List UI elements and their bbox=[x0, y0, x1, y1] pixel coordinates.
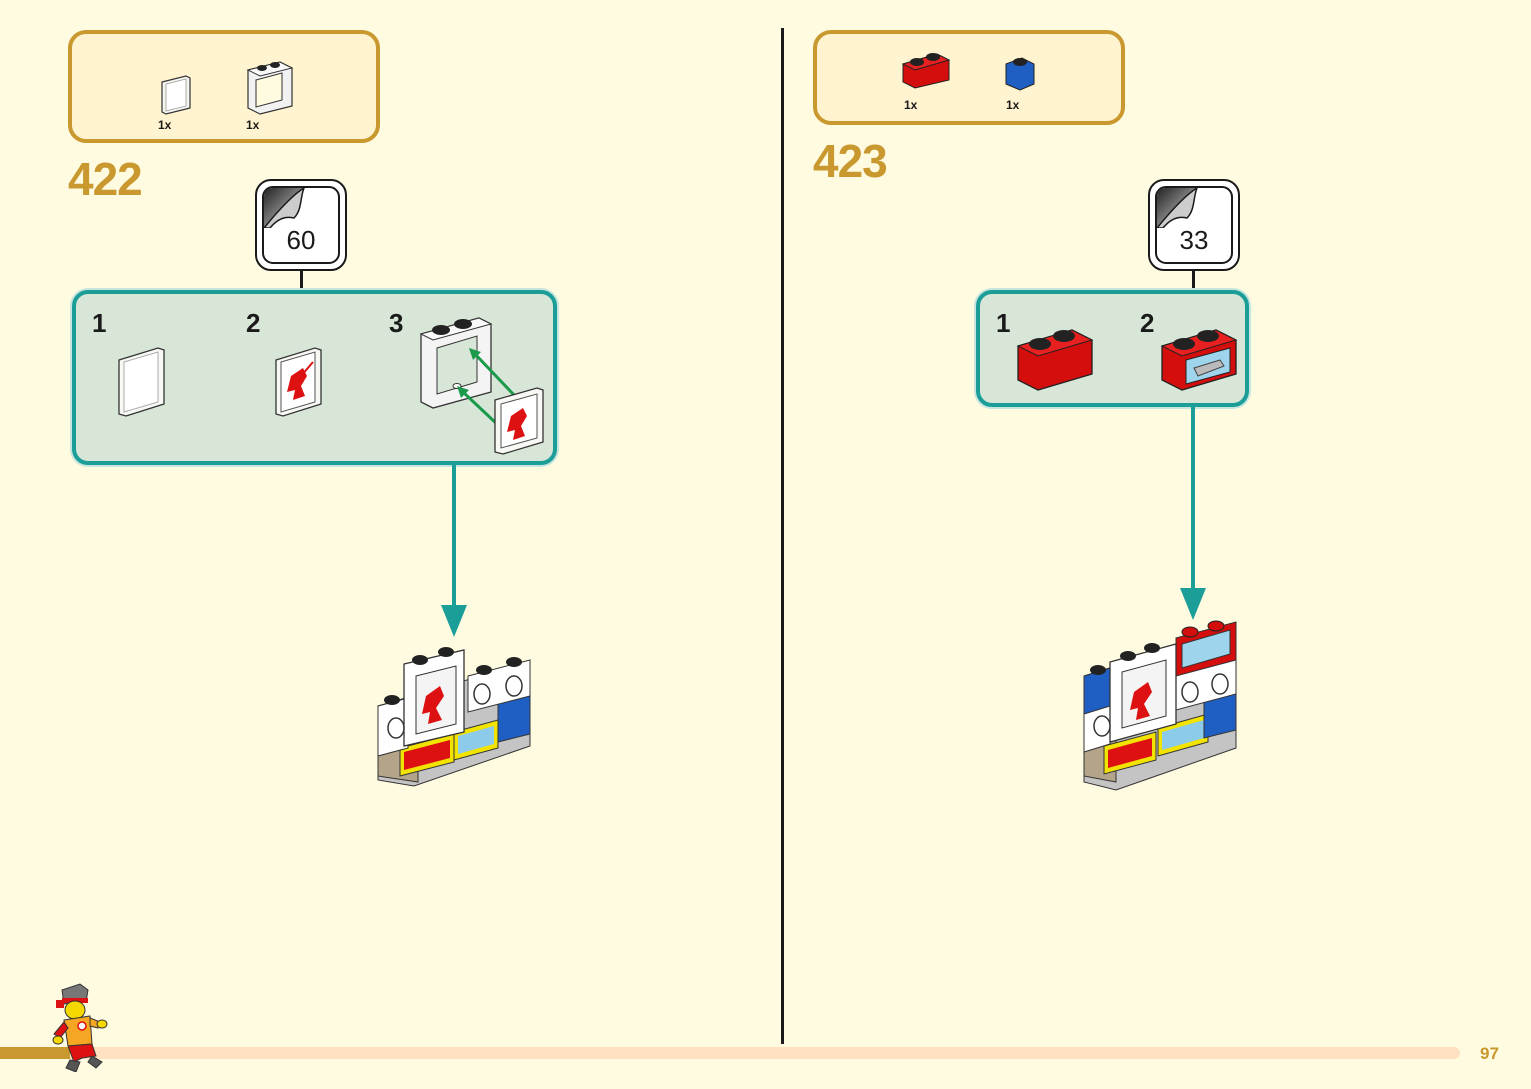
page-reference-number: 60 bbox=[286, 225, 316, 255]
page-curl-icon bbox=[264, 188, 305, 228]
page-number: 97 bbox=[1480, 1044, 1499, 1063]
red-brick-1x2-icon bbox=[1016, 329, 1094, 391]
page-reference-callout[interactable]: 60 bbox=[255, 179, 347, 271]
substep-box-423: 1 2 bbox=[976, 290, 1249, 407]
part-quantity: 1x bbox=[158, 118, 172, 132]
red-brick-1x2-icon bbox=[901, 53, 951, 89]
minifigure-runner-icon bbox=[52, 983, 108, 1072]
page-divider bbox=[781, 28, 784, 1044]
part-quantity: 1x bbox=[1006, 98, 1020, 112]
decorated-red-brick-icon bbox=[1160, 329, 1238, 391]
decorated-glass-pane-icon bbox=[275, 347, 322, 417]
window-frame-assembly-icon bbox=[419, 317, 544, 455]
result-arrow-line bbox=[1191, 407, 1195, 593]
model-assembly-423 bbox=[1083, 620, 1237, 791]
blue-brick-1x1-icon bbox=[1005, 57, 1035, 91]
window-frame-icon bbox=[246, 61, 294, 115]
substep-number: 3 bbox=[389, 308, 404, 338]
page-reference-callout[interactable]: 33 bbox=[1148, 179, 1240, 271]
down-arrow-icon bbox=[1180, 588, 1206, 620]
page-curl-icon bbox=[1157, 188, 1198, 228]
down-arrow-icon bbox=[441, 605, 467, 637]
part-quantity: 1x bbox=[246, 118, 260, 132]
glass-pane-icon bbox=[161, 75, 191, 115]
progress-bar-fill bbox=[0, 1047, 70, 1059]
progress-bar-track bbox=[0, 1047, 1460, 1059]
substep-box-422: 1 2 3 bbox=[72, 290, 557, 465]
glass-pane-icon bbox=[118, 347, 165, 417]
step-number: 423 bbox=[813, 135, 888, 187]
substep-number: 2 bbox=[1140, 308, 1155, 338]
substep-number: 2 bbox=[246, 308, 261, 338]
parts-list-box-423: 1x 1x bbox=[813, 30, 1125, 125]
parts-list-box-422: 1x 1x bbox=[68, 30, 380, 143]
step-number: 422 bbox=[68, 153, 143, 205]
result-arrow-line bbox=[452, 465, 456, 610]
model-assembly-422 bbox=[377, 647, 531, 787]
page-reference-number: 33 bbox=[1179, 225, 1209, 255]
substep-number: 1 bbox=[92, 308, 107, 338]
part-quantity: 1x bbox=[904, 98, 918, 112]
substep-number: 1 bbox=[996, 308, 1011, 338]
